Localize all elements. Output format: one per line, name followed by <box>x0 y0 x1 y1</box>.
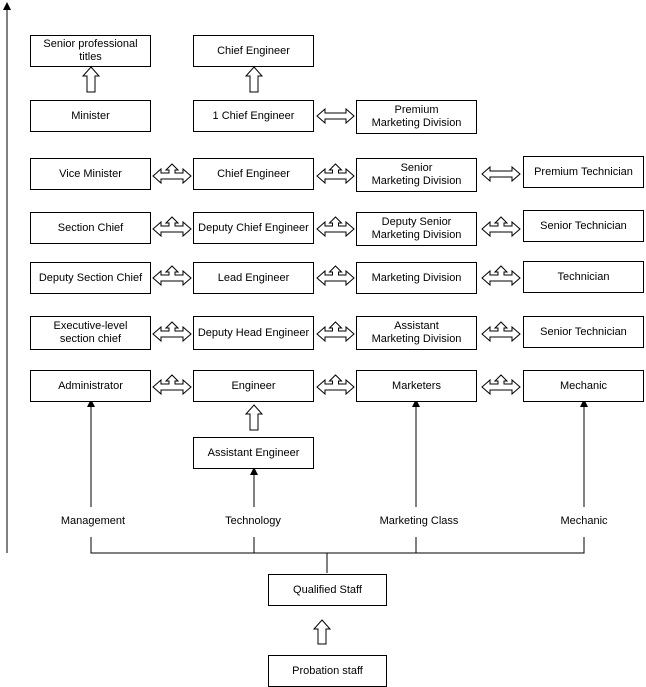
senior-technician-lower-box: Senior Technician <box>523 316 644 348</box>
junction-arrow-tech-mkt-3 <box>316 321 355 343</box>
junction-arrow-mkt-mech-2 <box>481 321 521 343</box>
technician-box: Technician <box>523 261 644 293</box>
first-chief-engineer-box: 1 Chief Engineer <box>193 100 314 132</box>
qualified-staff-box: Qualified Staff <box>268 574 387 606</box>
minister-box: Minister <box>30 100 151 132</box>
marketing-category-label: Marketing Class <box>379 515 459 527</box>
junction-arrow-mkt-mech-1 <box>481 265 521 287</box>
junction-arrow-mgmt-tech-2 <box>152 265 192 287</box>
tree-bracket <box>90 537 585 573</box>
up-arrow-chief-engineer <box>244 66 264 93</box>
mechanic-box: Mechanic <box>523 370 644 402</box>
premium-marketing-division-box: Premium Marketing Division <box>356 100 477 134</box>
senior-professional-titles-box: Senior professional titles <box>30 35 151 67</box>
assistant-marketing-division-box: Assistant Marketing Division <box>356 316 477 350</box>
junction-arrow-mgmt-tech-4 <box>152 374 192 396</box>
chief-engineer-top-box: Chief Engineer <box>193 35 314 67</box>
technology-category-label: Technology <box>225 515 281 527</box>
lead-engineer-box: Lead Engineer <box>193 262 314 294</box>
junction-arrow-tech-mkt-0 <box>316 163 355 185</box>
junction-arrow-mgmt-tech-0 <box>152 163 192 185</box>
deputy-chief-engineer-box: Deputy Chief Engineer <box>193 212 314 244</box>
assistant-engineer-box: Assistant Engineer <box>193 437 314 469</box>
management-category-label: Management <box>60 515 126 527</box>
premium-technician-box: Premium Technician <box>523 156 644 188</box>
up-arrow-assistant-engineer <box>244 404 264 431</box>
chief-engineer-box: Chief Engineer <box>193 158 314 190</box>
mechanic-category-label: Mechanic <box>560 515 608 527</box>
junction-arrow-tech-mkt-4 <box>316 374 355 396</box>
double-arrow-premium-technician <box>481 165 521 183</box>
junction-arrow-mkt-mech-3 <box>481 374 521 396</box>
junction-arrow-tech-mkt-1 <box>316 216 355 238</box>
up-arrow-minister <box>81 66 101 93</box>
junction-arrow-mkt-mech-0 <box>481 216 521 238</box>
vice-minister-box: Vice Minister <box>30 158 151 190</box>
up-arrow-probation <box>312 619 332 645</box>
executive-section-chief-box: Executive-level section chief <box>30 316 151 350</box>
deputy-section-chief-box: Deputy Section Chief <box>30 262 151 294</box>
junction-arrow-tech-mkt-2 <box>316 265 355 287</box>
engineer-box: Engineer <box>193 370 314 402</box>
marketing-division-box: Marketing Division <box>356 262 477 294</box>
administrator-box: Administrator <box>30 370 151 402</box>
senior-technician-upper-box: Senior Technician <box>523 210 644 242</box>
junction-arrow-mgmt-tech-3 <box>152 321 192 343</box>
probation-staff-box: Probation staff <box>268 655 387 687</box>
deputy-head-engineer-box: Deputy Head Engineer <box>193 316 314 350</box>
marketers-box: Marketers <box>356 370 477 402</box>
junction-arrow-mgmt-tech-1 <box>152 216 192 238</box>
senior-marketing-division-box: Senior Marketing Division <box>356 158 477 192</box>
double-arrow-premium <box>316 107 355 125</box>
deputy-senior-marketing-division-box: Deputy Senior Marketing Division <box>356 212 477 246</box>
section-chief-box: Section Chief <box>30 212 151 244</box>
